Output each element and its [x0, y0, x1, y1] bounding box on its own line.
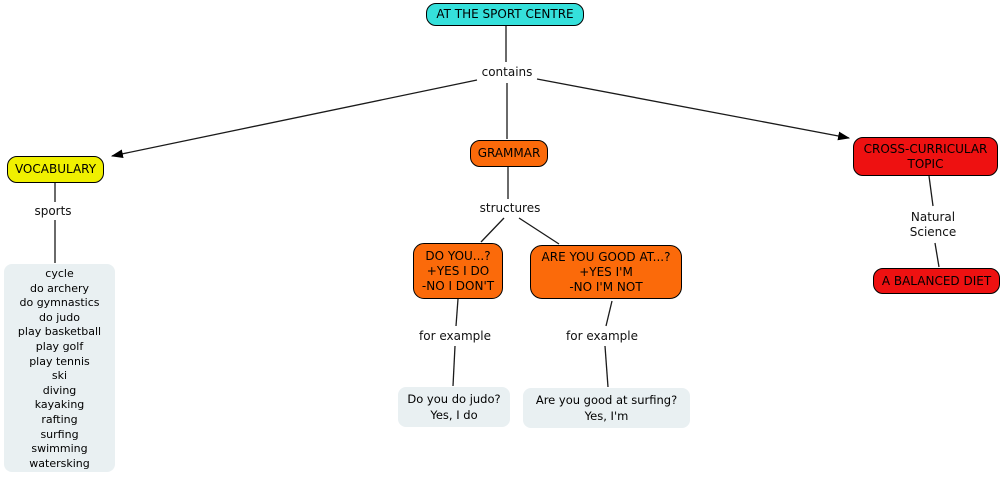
node-balanced-diet[interactable]: A BALANCED DIET — [873, 268, 1000, 294]
link-label-contains[interactable]: contains — [481, 65, 533, 79]
list-item: play basketball — [17, 325, 102, 339]
edge-for-example-judo — [452, 345, 456, 387]
edge-for-example-surfing — [604, 345, 609, 388]
node-do-you[interactable]: DO YOU...? +YES I DO -NO I DON'T — [413, 243, 503, 299]
link-label-natural-science[interactable]: Natural Science — [909, 210, 957, 239]
list-item: ski — [51, 369, 68, 383]
node-vocabulary[interactable]: VOCABULARY — [7, 156, 104, 183]
link-label-structures[interactable]: structures — [479, 201, 541, 215]
node-example-surfing[interactable]: Are you good at surfing? Yes, I'm — [523, 388, 690, 428]
list-item: do archery — [29, 281, 90, 295]
edge-natural-science-diet — [934, 242, 940, 268]
list-item: play golf — [35, 339, 84, 353]
list-item: swimming — [31, 442, 88, 456]
link-label-for-example-right[interactable]: for example — [566, 329, 638, 343]
edge-structures-do-you — [480, 217, 505, 243]
list-item: surfing — [40, 427, 79, 441]
list-item: kayaking — [34, 398, 85, 412]
node-root[interactable]: AT THE SPORT CENTRE — [426, 3, 584, 26]
link-label-for-example-left[interactable]: for example — [419, 329, 491, 343]
list-item: cycle — [45, 267, 74, 280]
list-item: play tennis — [29, 354, 90, 368]
node-are-you-good-at[interactable]: ARE YOU GOOD AT...? +YES I'M -NO I'M NOT — [530, 245, 682, 299]
node-example-judo[interactable]: Do you do judo? Yes, I do — [398, 387, 510, 427]
node-cross-curricular-topic[interactable]: CROSS-CURRICULAR TOPIC — [853, 137, 998, 176]
edge-do-you-for-example — [455, 298, 459, 327]
list-item: rafting — [41, 412, 78, 426]
edge-are-you-for-example — [605, 300, 613, 327]
list-item: do judo — [39, 310, 80, 324]
node-grammar[interactable]: GRAMMAR — [470, 140, 548, 167]
list-item: do gymnastics — [19, 296, 100, 310]
edge-contains-vocabulary — [110, 79, 478, 159]
list-item: diving — [42, 383, 77, 397]
list-item: watersking — [29, 456, 90, 470]
edge-structures-are-you — [518, 217, 560, 245]
edge-cross-natural-science — [928, 175, 934, 207]
link-label-sports[interactable]: sports — [34, 204, 72, 218]
edge-contains-cross-curricular — [536, 78, 851, 141]
